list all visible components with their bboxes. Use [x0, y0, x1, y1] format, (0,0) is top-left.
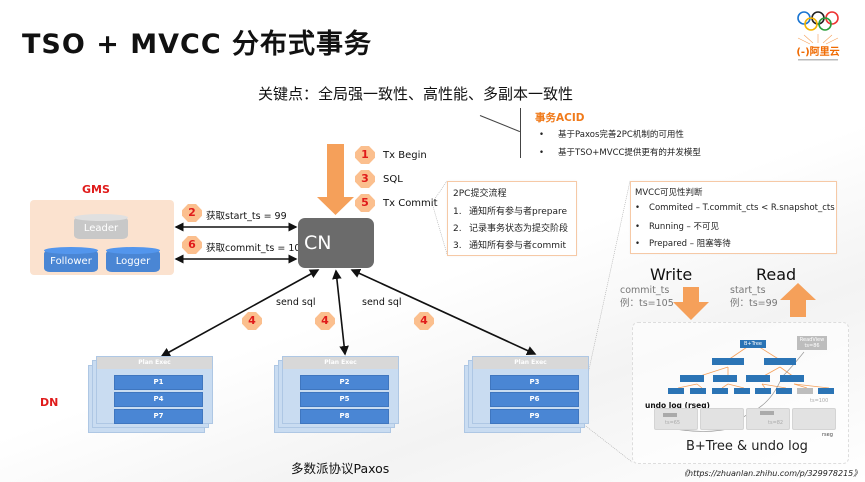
plan-exec-header: Plan Exec — [283, 357, 398, 369]
key-point-heading: 关键点：全局强一致性、高性能、多副本一致性 — [258, 85, 574, 103]
source-citation: 《https://zhuanlan.zhihu.com/p/329978215》 — [680, 469, 862, 478]
step-label-commit-ts: 获取commit_ts = 105 — [206, 243, 307, 254]
ts82-label: ts=82 — [768, 420, 784, 426]
btree-node — [713, 375, 737, 382]
partition: P2 — [300, 375, 389, 390]
undo-record — [663, 413, 677, 417]
btree-leaf — [818, 388, 834, 394]
step-badge-4: 4 — [414, 312, 434, 330]
acid-title: 事务ACID — [535, 112, 585, 124]
plan-exec-header: Plan Exec — [97, 357, 212, 369]
btree-node — [680, 375, 704, 382]
btree-leaf — [712, 388, 728, 394]
btree-node — [764, 358, 796, 365]
mvcc-item: Prepared – 阻塞等待 — [635, 237, 731, 249]
partition: P7 — [114, 409, 203, 424]
step-badge-4: 4 — [315, 312, 335, 330]
two-pc-item: 2.记录事务状态为提交阶段 — [453, 224, 569, 234]
rseg-block — [700, 408, 744, 430]
read-up-arrow — [780, 283, 816, 317]
dn-group-3: Plan Exec P3 P6 P9 — [464, 356, 589, 433]
acid-item: 基于Paxos完善2PC机制的可用性 — [535, 126, 701, 144]
gms-logger-node: Logger — [106, 250, 160, 272]
btree-node — [746, 375, 770, 382]
btree-leaf — [755, 388, 771, 394]
two-pc-item: 1.通知所有参与者prepare — [453, 207, 568, 217]
write-down-arrow — [673, 287, 709, 320]
undo-record — [760, 411, 774, 415]
rseg-block — [654, 408, 698, 430]
two-pc-item: 3.通知所有参与者commit — [453, 241, 567, 251]
step-label-tx-commit: Tx Commit — [383, 198, 438, 209]
send-sql-label: send sql — [276, 297, 316, 308]
step-badge-1: 1 — [355, 146, 375, 164]
rseg-block — [746, 408, 790, 430]
ts100-label: ts=100 — [810, 398, 829, 404]
readview-box — [797, 336, 827, 350]
btree-leaf — [668, 388, 684, 394]
btree-leaf-gray — [797, 388, 813, 394]
mvcc-item: Running – 不可见 — [635, 220, 719, 232]
step-badge-4: 4 — [242, 312, 262, 330]
readview-label: ReadView ts=86 — [799, 337, 825, 349]
step-label-tx-begin: Tx Begin — [383, 150, 427, 161]
two-pc-title: 2PC提交流程 — [453, 189, 507, 199]
step-badge-5: 5 — [355, 194, 375, 212]
partition: P3 — [490, 375, 579, 390]
btree-leaf — [690, 388, 706, 394]
dn-group-2: Plan Exec P2 P5 P8 — [274, 356, 399, 433]
acid-item: 基于TSO+MVCC提供更有的并发模型 — [535, 144, 701, 162]
step-label-start-ts: 获取start_ts = 99 — [206, 211, 287, 222]
btree-node — [712, 358, 744, 365]
mvcc-title: MVCC可见性判断 — [635, 188, 703, 198]
acid-list: 基于Paxos完善2PC机制的可用性 基于TSO+MVCC提供更有的并发模型 — [535, 126, 701, 162]
send-sql-label: send sql — [362, 297, 402, 308]
acid-divider — [520, 108, 521, 158]
ts65-label: ts=65 — [665, 420, 681, 426]
two-pc-callout: 2PC提交流程 1.通知所有参与者prepare 2.记录事务状态为提交阶段 3… — [447, 181, 577, 256]
olympic-rings-icon: (-)阿里云 — [796, 11, 840, 61]
dn-label: DN — [40, 396, 59, 409]
btree-leaf — [776, 388, 792, 394]
gms-leader-node: Leader — [74, 217, 128, 239]
partition: P1 — [114, 375, 203, 390]
gms-follower-node: Follower — [44, 250, 98, 272]
mvcc-item: Commited – T.commit_cts < R.snapshot_cts — [635, 203, 835, 213]
rseg-label: rseg — [822, 432, 833, 438]
plan-exec-header: Plan Exec — [473, 357, 588, 369]
btree-root-node — [740, 340, 766, 348]
dn-group-1: Plan Exec P1 P4 P7 — [88, 356, 213, 433]
client-down-arrow — [317, 144, 354, 215]
partition: P6 — [490, 392, 579, 407]
btree-leaf — [734, 388, 750, 394]
send-sql-arrow-3 — [350, 268, 537, 356]
partition: P5 — [300, 392, 389, 407]
btree-node — [780, 375, 804, 382]
write-label: Write — [650, 265, 693, 284]
step-badge-3: 3 — [355, 170, 375, 188]
gms-label: GMS — [82, 183, 110, 196]
partition: P9 — [490, 409, 579, 424]
partition: P4 — [114, 392, 203, 407]
read-label: Read — [756, 265, 797, 284]
partition: P8 — [300, 409, 389, 424]
page-title: TSO + MVCC 分布式事务 — [22, 29, 373, 60]
btree-caption: B+Tree & undo log — [686, 439, 808, 454]
paxos-caption: 多数派协议Paxos — [291, 461, 390, 476]
send-sql-arrow-1 — [160, 269, 320, 357]
step-badge-6: 6 — [182, 236, 202, 254]
cn-node: CN — [298, 218, 374, 268]
send-sql-arrow-2 — [332, 269, 349, 356]
undo-log-label: undo log (rseg) — [645, 401, 710, 410]
step-label-sql: SQL — [383, 174, 403, 185]
btree-root-label: B+Tree — [743, 341, 763, 347]
step-badge-2: 2 — [182, 204, 202, 222]
mvcc-callout: MVCC可见性判断 Commited – T.commit_cts < R.sn… — [630, 181, 837, 254]
logo-brand-text: (-)阿里云 — [796, 46, 839, 58]
alibaba-cloud-olympic-logo: (-)阿里云 — [788, 8, 860, 66]
rseg-block — [792, 408, 836, 430]
